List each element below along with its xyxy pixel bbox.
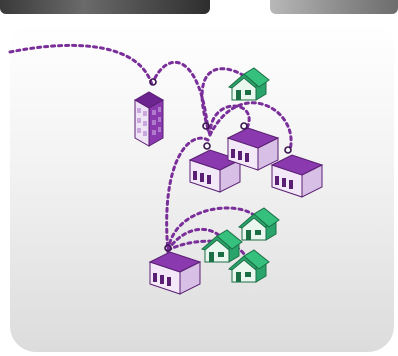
connector-icon (241, 123, 247, 129)
warehouse-icon (150, 252, 200, 294)
connector-icon (285, 147, 291, 153)
house-icon (239, 208, 279, 240)
house-icon (202, 230, 242, 262)
warehouse-icon (272, 155, 322, 197)
link-external-to-tower (10, 45, 152, 85)
connector-icon (204, 143, 210, 149)
office-tower-icon (135, 92, 163, 146)
